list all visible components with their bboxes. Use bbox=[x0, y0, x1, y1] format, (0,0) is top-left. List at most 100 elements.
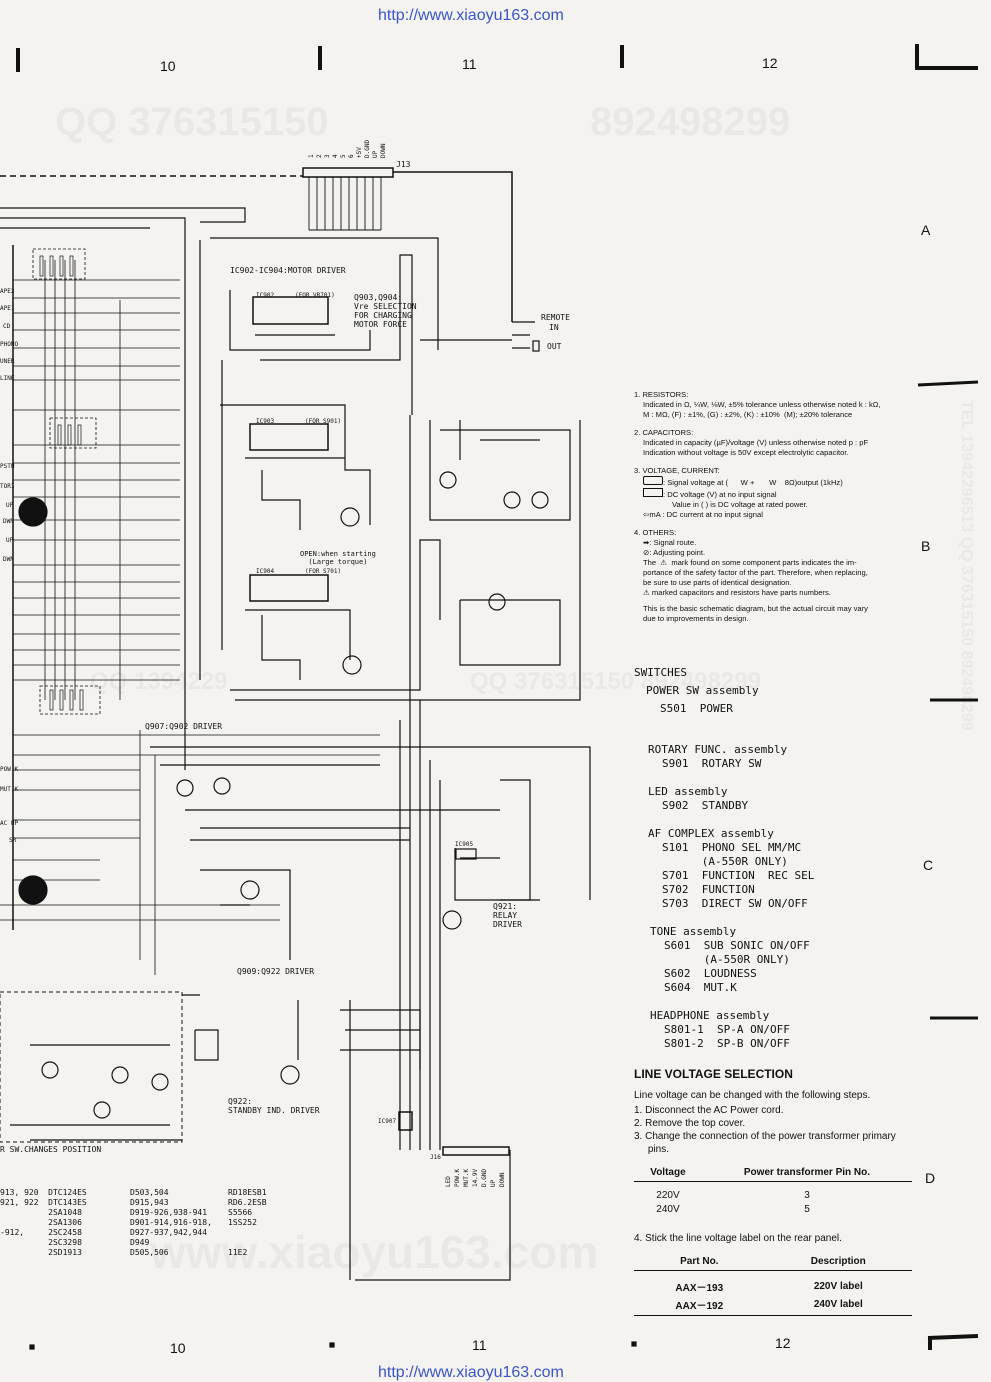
table-cell: 220V label bbox=[813, 1281, 863, 1292]
table-row: AAX－192 240V label bbox=[634, 1297, 912, 1316]
open-when-label: OPEN:when starting (Large torque) bbox=[300, 550, 376, 566]
notes-voltage-body2: : DC voltage (V) at no input signal bbox=[663, 490, 777, 499]
table-cell: 5 bbox=[804, 1204, 810, 1215]
q907-driver-label: Q907:Q902 DRIVER bbox=[145, 722, 223, 731]
voltage-pin-table: Voltage Power transformer Pin No. 220V 3… bbox=[634, 1164, 912, 1218]
notes-voltage-body4: mA : DC current at no input signal bbox=[649, 510, 763, 519]
grid-col-12-top: 12 bbox=[762, 55, 778, 71]
switch-item: S501 POWER bbox=[660, 702, 733, 715]
ic903-label: IC903 bbox=[256, 418, 275, 425]
parts-list-right: RD18ESB1 RD6.2ESB S5566 1SS252 11E2 bbox=[228, 1188, 267, 1257]
line-voltage-block: LINE VOLTAGE SELECTION Line voltage can … bbox=[634, 1067, 924, 1316]
edge-label: UP bbox=[6, 537, 14, 544]
q922-label: Q922: STANDBY IND. DRIVER bbox=[228, 1097, 320, 1115]
table-cell: 240V label bbox=[813, 1299, 863, 1310]
line-voltage-intro: Line voltage can be changed with the fol… bbox=[634, 1090, 871, 1101]
notes-capacitors-title: 2. CAPACITORS: bbox=[634, 428, 694, 437]
footer-url[interactable]: http://www.xiaoyu163.com bbox=[378, 1364, 564, 1381]
line-voltage-step-4: 4. Stick the line voltage label on the r… bbox=[634, 1233, 842, 1244]
edge-label: AC UP bbox=[0, 820, 19, 827]
edge-label: APE1 bbox=[0, 305, 15, 312]
signal-voltage-box-icon bbox=[643, 476, 663, 485]
j16-label: J16 bbox=[430, 1154, 441, 1161]
table-cell: AAX－193 bbox=[675, 1283, 724, 1294]
edge-label: SR bbox=[9, 837, 17, 844]
q903-904-label: Q903,Q904: Vre SELECTION FOR CHARGING MO… bbox=[354, 293, 417, 329]
switch-item: S601 SUB SONIC ON/OFF bbox=[664, 939, 810, 952]
ic904-label: IC904 bbox=[256, 568, 275, 575]
table-cell: 220V bbox=[656, 1190, 680, 1201]
ic902-904-label: IC902-IC904:MOTOR DRIVER bbox=[230, 266, 346, 275]
line-voltage-title: LINE VOLTAGE SELECTION bbox=[634, 1067, 793, 1081]
parts-list-mid: D503,504 D915,943 D919-926,938-941 D901-… bbox=[130, 1188, 212, 1257]
switch-item: S801-1 SP-A ON/OFF bbox=[664, 1023, 790, 1036]
j13-pin: +5V bbox=[356, 147, 363, 158]
switches-block: SWITCHES POWER SW assembly S501 POWER RO… bbox=[634, 666, 924, 1051]
header-url[interactable]: http://www.xiaoyu163.com bbox=[378, 7, 564, 24]
j16-pin: DOWN bbox=[499, 1172, 506, 1187]
switch-group-name: LED assembly bbox=[648, 785, 728, 798]
notes-others-body1: : Signal route. bbox=[649, 538, 697, 547]
table-cell: AAX－192 bbox=[675, 1301, 724, 1312]
grid-row-d: D bbox=[925, 1170, 936, 1186]
edge-label: MUT.K bbox=[0, 786, 19, 793]
q909-driver-label: Q909:Q922 DRIVER bbox=[237, 967, 315, 976]
grid-row-b: B bbox=[921, 538, 931, 554]
switch-item: S101 PHONO SEL MM/MC bbox=[662, 841, 802, 854]
ic905-label: IC905 bbox=[455, 841, 474, 848]
notes-resistors-body: Indicated in Ω, ¼W, ⅛W, ±5% tolerance un… bbox=[643, 400, 881, 419]
grid-col-11-top: 11 bbox=[462, 56, 477, 72]
grid-row-c: C bbox=[923, 857, 934, 873]
switch-group-name: TONE assembly bbox=[650, 925, 737, 938]
switch-item: S901 ROTARY SW bbox=[662, 757, 762, 770]
notes-capacitors-body: Indicated in capacity (µF)/voltage (V) u… bbox=[643, 438, 869, 457]
switches-title: SWITCHES bbox=[634, 666, 687, 679]
adjusting-point-icon: ⊘ bbox=[643, 548, 650, 557]
edge-label: DWN bbox=[3, 518, 14, 525]
j16-pins: LED POW.K MUT.K 14.9V D.GND UP DOWN bbox=[445, 1157, 511, 1197]
switch-group-name: POWER SW assembly bbox=[646, 684, 759, 697]
notes-voltage-title: 3. VOLTAGE, CURRENT: bbox=[634, 466, 720, 475]
notes-others-body3: The ⚠ mark found on some component parts… bbox=[643, 558, 868, 587]
dc-voltage-box-icon bbox=[643, 488, 663, 497]
j13-pin: DOWN bbox=[380, 143, 387, 158]
j16-pin: MUT.K bbox=[463, 1168, 470, 1187]
grid-col-11-bottom: 11 bbox=[472, 1337, 487, 1353]
notes-others-body5: This is the basic schematic diagram, but… bbox=[643, 604, 868, 623]
ic903-for-label: (FOR S901) bbox=[305, 418, 342, 425]
table-row: AAX－193 220V label bbox=[634, 1270, 912, 1298]
grid-row-a: A bbox=[921, 222, 931, 238]
grid-col-10-bottom: 10 bbox=[170, 1340, 186, 1356]
j13-pin: 5 bbox=[340, 154, 347, 158]
switch-group-name: ROTARY FUNC. assembly bbox=[648, 743, 788, 756]
switch-group-name: HEADPHONE assembly bbox=[650, 1009, 770, 1022]
edge-label: UNER bbox=[0, 358, 15, 365]
edge-label: PHONO bbox=[0, 341, 19, 348]
j13-pin: 6 bbox=[348, 154, 355, 158]
grid-col-10-top: 10 bbox=[160, 58, 176, 74]
edge-label: PSTN bbox=[0, 463, 15, 470]
current-arrow-icon: ⇦ bbox=[643, 510, 650, 519]
remote-out-label: OUT bbox=[547, 342, 562, 351]
line-voltage-step: pins. bbox=[634, 1144, 670, 1155]
table-header: Part No. bbox=[680, 1256, 719, 1267]
watermark-qq-3: QQ 376315150 892498299 bbox=[470, 668, 761, 696]
j13-pin: 1 bbox=[308, 154, 315, 158]
edge-label: LINE bbox=[0, 375, 15, 382]
table-header: Voltage bbox=[650, 1167, 686, 1178]
ic904-for-label: (FOR S701) bbox=[305, 568, 342, 575]
line-voltage-step: 3. Change the connection of the power tr… bbox=[634, 1131, 896, 1142]
j16-pin: 14.9V bbox=[472, 1168, 479, 1187]
switch-item: S602 LOUDNESS bbox=[664, 967, 757, 980]
notes-resistors-title: 1. RESISTORS: bbox=[634, 390, 689, 399]
j16-pin: POW.K bbox=[454, 1168, 461, 1187]
notes-voltage-body3: Value in ( ) is DC voltage at rated powe… bbox=[672, 500, 808, 509]
notes-block: 1. RESISTORS: Indicated in Ω, ¼W, ⅛W, ±5… bbox=[634, 390, 924, 624]
switch-group-name: AF COMPLEX assembly bbox=[648, 827, 774, 840]
notes-others-body2: : Adjusting point. bbox=[649, 548, 706, 557]
watermark-qq: QQ 376315150 bbox=[55, 100, 329, 145]
table-row: 240V 5 bbox=[634, 1204, 912, 1218]
table-cell: 3 bbox=[804, 1190, 810, 1201]
j13-pins: 1 2 3 4 5 6 +5V D.GND UP DOWN bbox=[304, 128, 394, 166]
